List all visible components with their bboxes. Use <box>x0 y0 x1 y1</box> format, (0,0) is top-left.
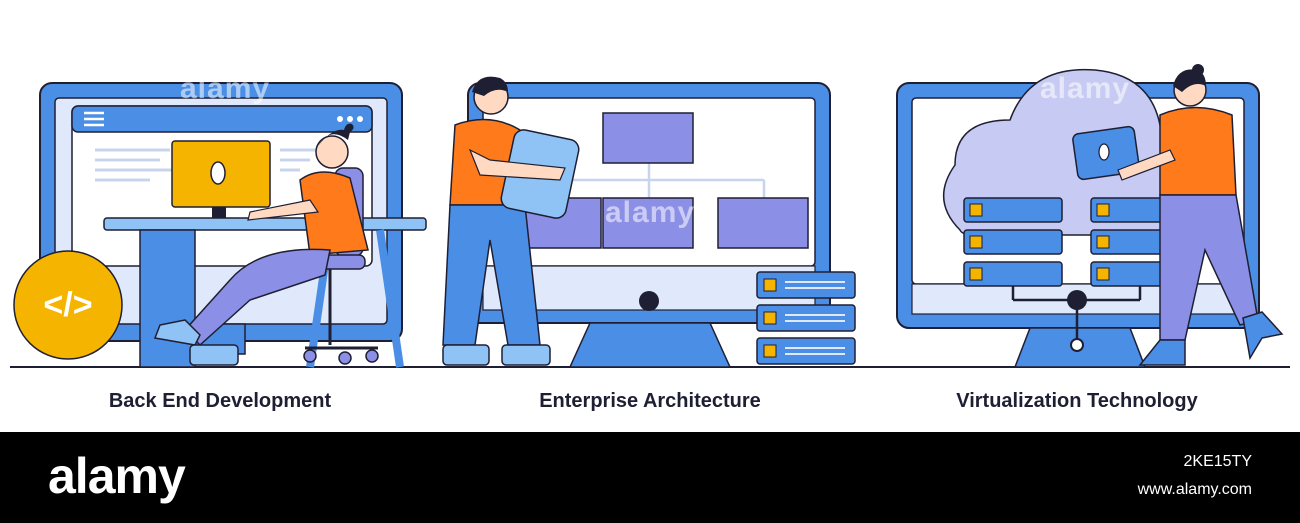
menu-icon <box>84 111 104 127</box>
image-id: 2KE15TY <box>1183 453 1252 470</box>
illustration-stage: </> alamy alamy alamy Back End Developme… <box>10 64 1290 412</box>
code-lines <box>95 148 320 182</box>
desk-top <box>103 217 427 231</box>
server-stack-icon <box>756 271 856 365</box>
org-chart-box <box>602 197 694 249</box>
code-badge-icon <box>13 250 123 360</box>
person-shoe <box>501 344 551 366</box>
stock-footer-bar: alamy 2KE15TY www.alamy.com <box>0 432 1300 523</box>
site-url: www.alamy.com <box>1137 481 1252 498</box>
network-hub-icon <box>1067 290 1087 310</box>
caption-back-end-development: Back End Development <box>108 390 332 412</box>
brand-logo: alamy <box>48 448 186 504</box>
person-shoe <box>189 344 239 366</box>
person-head <box>315 135 349 169</box>
org-chart-box <box>602 112 694 164</box>
browser-titlebar <box>71 105 373 133</box>
person-shoe <box>442 344 490 366</box>
watermark: alamy <box>605 196 696 229</box>
apple-logo-icon <box>210 161 226 185</box>
more-dots-icon <box>337 116 363 122</box>
code-badge-text: </> <box>43 286 93 324</box>
org-chart-box <box>717 197 809 249</box>
person-arm <box>247 199 320 221</box>
monitor-stand <box>568 322 732 368</box>
caption-virtualization-technology: Virtualization Technology <box>956 390 1198 412</box>
watermark: alamy <box>180 72 271 105</box>
illustration-art <box>10 64 1290 368</box>
watermark: alamy <box>1040 72 1131 105</box>
person-shoe <box>1138 339 1186 366</box>
cloud-server-left-icon <box>963 197 1063 287</box>
person-shoe <box>1242 311 1284 361</box>
desk-monitor-stand <box>212 207 226 218</box>
desk-leg <box>376 229 404 368</box>
person-torso <box>299 171 369 256</box>
panel-back-end-illustration <box>13 82 427 368</box>
person-arm <box>1117 149 1176 181</box>
chair-wheels <box>303 349 379 365</box>
monitor-button <box>639 291 659 311</box>
panel-enterprise-illustration <box>442 76 856 368</box>
person-torso <box>1159 106 1237 196</box>
person-arm <box>468 148 566 181</box>
panel-virtualization-illustration <box>896 64 1284 368</box>
desk-cabinet <box>139 229 196 368</box>
person-shoe <box>153 319 201 346</box>
caption-enterprise-architecture: Enterprise Architecture <box>539 390 761 412</box>
